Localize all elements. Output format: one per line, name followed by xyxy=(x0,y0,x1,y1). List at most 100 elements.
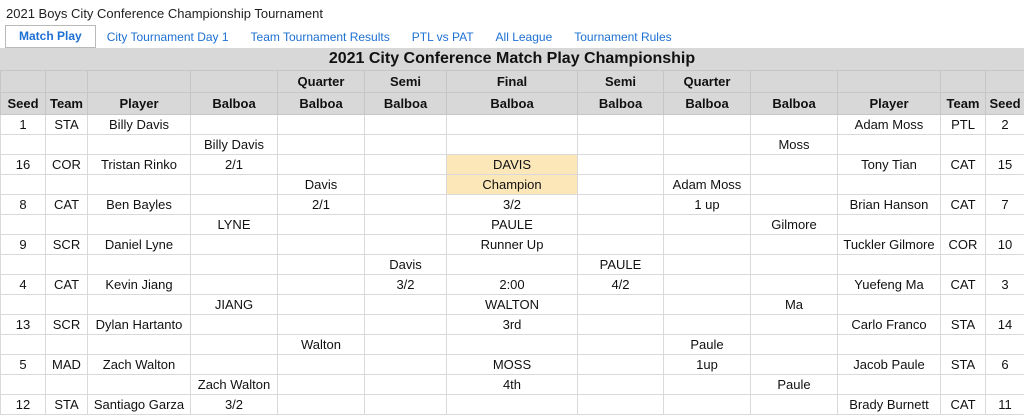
cell xyxy=(87,254,191,275)
cell: SCR xyxy=(45,314,88,335)
cell xyxy=(985,254,1024,275)
cell xyxy=(663,274,751,295)
tab-tournament-rules[interactable]: Tournament Rules xyxy=(574,30,672,44)
column-header-cell: Team xyxy=(940,92,986,115)
bracket-row: 1 STA Billy Davis Adam Moss PTL 2 xyxy=(0,114,1024,135)
tab-ptl-vs-pat[interactable]: PTL vs PAT xyxy=(411,30,474,44)
round-header-row: Quarter Semi Final Semi Quarter xyxy=(0,70,1024,93)
round-header-cell: Final xyxy=(446,70,578,93)
cell xyxy=(577,394,664,415)
tab-team-tournament-results[interactable]: Team Tournament Results xyxy=(250,30,390,44)
cell: PTL xyxy=(940,114,986,135)
cell: Tuckler Gilmore xyxy=(837,234,941,255)
cell: CAT xyxy=(940,154,986,175)
column-header-cell: Balboa xyxy=(190,92,278,115)
tab-match-play[interactable]: Match Play xyxy=(5,25,96,48)
bracket-row: Davis PAULE xyxy=(0,254,1024,275)
cell xyxy=(0,294,46,315)
cell xyxy=(663,394,751,415)
semi-score-cell: 4/2 xyxy=(577,274,664,295)
cell xyxy=(940,374,986,395)
column-header-cell: Seed xyxy=(985,92,1024,115)
cell: Walton xyxy=(277,334,365,355)
cell xyxy=(277,134,365,155)
cell xyxy=(837,254,941,275)
cell: Adam Moss xyxy=(837,114,941,135)
cell xyxy=(750,114,838,135)
cell: SCR xyxy=(45,234,88,255)
cell xyxy=(663,254,751,275)
cell xyxy=(0,254,46,275)
cell: Zach Walton xyxy=(87,354,191,375)
cell xyxy=(940,134,986,155)
cell xyxy=(750,394,838,415)
round-header-cell xyxy=(837,70,941,93)
cell xyxy=(446,334,578,355)
cell xyxy=(364,354,447,375)
round-header-cell: Quarter xyxy=(277,70,365,93)
cell: Tony Tian xyxy=(837,154,941,175)
cell xyxy=(190,234,278,255)
cell xyxy=(446,394,578,415)
cell: Carlo Franco xyxy=(837,314,941,335)
cell xyxy=(985,214,1024,235)
cell xyxy=(87,294,191,315)
cell xyxy=(45,254,88,275)
consolation-time-cell: 2:00 xyxy=(446,274,578,295)
cell xyxy=(190,194,278,215)
cell: Jacob Paule xyxy=(837,354,941,375)
third-place-label-cell: 3rd xyxy=(446,314,578,335)
fourth-place-name-cell: MOSS xyxy=(446,354,578,375)
cell xyxy=(277,394,365,415)
cell xyxy=(277,354,365,375)
cell xyxy=(985,134,1024,155)
round-header-cell: Semi xyxy=(577,70,664,93)
cell xyxy=(87,334,191,355)
cell xyxy=(45,134,88,155)
cell: Davis xyxy=(277,174,365,195)
tab-city-tournament-day-1[interactable]: City Tournament Day 1 xyxy=(106,30,229,44)
cell xyxy=(45,334,88,355)
round-header-cell: Semi xyxy=(364,70,447,93)
cell: Davis xyxy=(364,254,447,275)
cell xyxy=(750,154,838,175)
bracket-row: Walton Paule xyxy=(0,334,1024,355)
tab-all-league[interactable]: All League xyxy=(495,30,553,44)
cell xyxy=(364,234,447,255)
cell: 6 xyxy=(985,354,1024,375)
cell xyxy=(750,334,838,355)
cell xyxy=(364,134,447,155)
cell: CAT xyxy=(45,274,88,295)
cell xyxy=(750,174,838,195)
cell: COR xyxy=(940,234,986,255)
column-header-cell: Player xyxy=(837,92,941,115)
cell xyxy=(940,174,986,195)
cell xyxy=(663,154,751,175)
bracket-row: 9 SCR Daniel Lyne Runner Up Tuckler Gilm… xyxy=(0,234,1024,255)
third-place-name-cell: WALTON xyxy=(446,294,578,315)
cell xyxy=(364,194,447,215)
cell: 12 xyxy=(0,394,46,415)
cell: Billy Davis xyxy=(190,134,278,155)
cell xyxy=(577,374,664,395)
cell xyxy=(277,254,365,275)
cell xyxy=(940,294,986,315)
cell: Adam Moss xyxy=(663,174,751,195)
cell: STA xyxy=(940,354,986,375)
cell: 3 xyxy=(985,274,1024,295)
cell: 16 xyxy=(0,154,46,175)
cell xyxy=(750,314,838,335)
cell: Kevin Jiang xyxy=(87,274,191,295)
column-header-cell: Balboa xyxy=(663,92,751,115)
cell xyxy=(277,234,365,255)
cell xyxy=(277,314,365,335)
cell xyxy=(364,394,447,415)
cell xyxy=(750,354,838,375)
tab-bar: Match Play City Tournament Day 1 Team To… xyxy=(0,25,1024,48)
cell xyxy=(0,214,46,235)
bracket-table: Quarter Semi Final Semi Quarter Seed Tea… xyxy=(0,70,1024,415)
cell: 2 xyxy=(985,114,1024,135)
cell: Ma xyxy=(750,294,838,315)
cell: Ben Bayles xyxy=(87,194,191,215)
cell xyxy=(985,174,1024,195)
